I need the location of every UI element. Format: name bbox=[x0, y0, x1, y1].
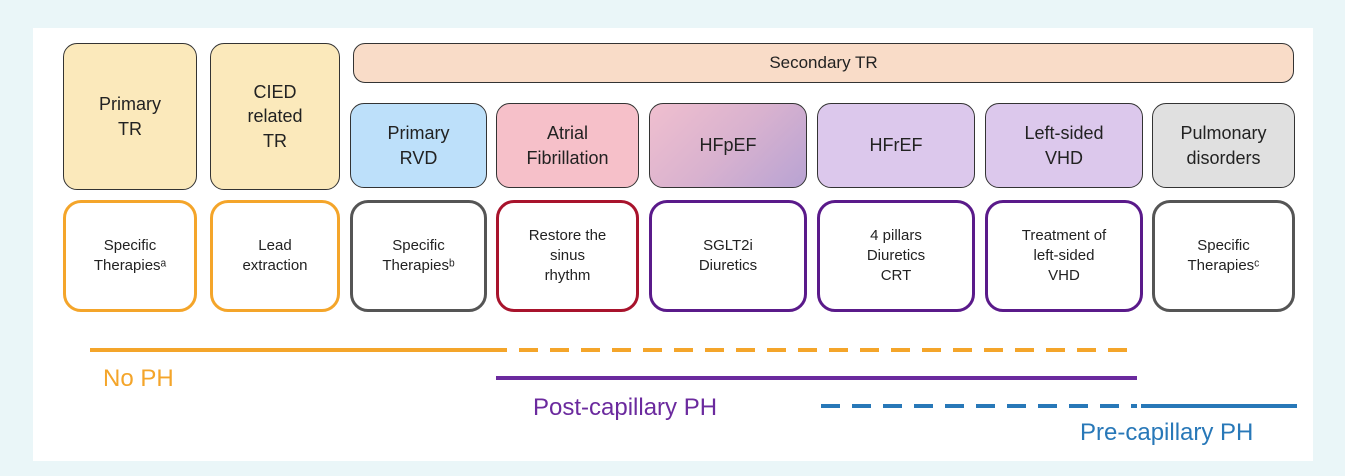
header-primary-tr: Primary TR bbox=[63, 43, 197, 190]
diagram-canvas: Secondary TR Primary TR CIED related TR … bbox=[33, 28, 1313, 461]
header-primary-rvd: Primary RVD bbox=[350, 103, 487, 188]
header-cied-related-tr: CIED related TR bbox=[210, 43, 340, 190]
secondary-tr-banner: Secondary TR bbox=[353, 43, 1294, 83]
therapy-cied: Lead extraction bbox=[210, 200, 340, 312]
header-hfpef: HFpEF bbox=[649, 103, 807, 188]
therapy-pulmonary-disorders: Specific Therapiesᶜ bbox=[1152, 200, 1295, 312]
header-hfref: HFrEF bbox=[817, 103, 975, 188]
therapy-hfref: 4 pillars Diuretics CRT bbox=[817, 200, 975, 312]
header-left-sided-vhd: Left-sided VHD bbox=[985, 103, 1143, 188]
therapy-left-sided-vhd: Treatment of left-sided VHD bbox=[985, 200, 1143, 312]
therapy-hfpef: SGLT2i Diuretics bbox=[649, 200, 807, 312]
post-capillary-label: Post-capillary PH bbox=[533, 394, 718, 421]
therapy-primary-rvd: Specific Therapiesᵇ bbox=[350, 200, 487, 312]
therapy-primary-tr: Specific Therapiesᵃ bbox=[63, 200, 197, 312]
header-pulmonary-disorders: Pulmonary disorders bbox=[1152, 103, 1295, 188]
header-atrial-fibrillation: Atrial Fibrillation bbox=[496, 103, 639, 188]
ph-lines bbox=[90, 348, 1297, 408]
therapy-atrial-fibrillation: Restore the sinus rhythm bbox=[496, 200, 639, 312]
pre-capillary-label: Pre-capillary PH bbox=[1080, 419, 1254, 446]
no-ph-label: No PH bbox=[103, 365, 174, 392]
